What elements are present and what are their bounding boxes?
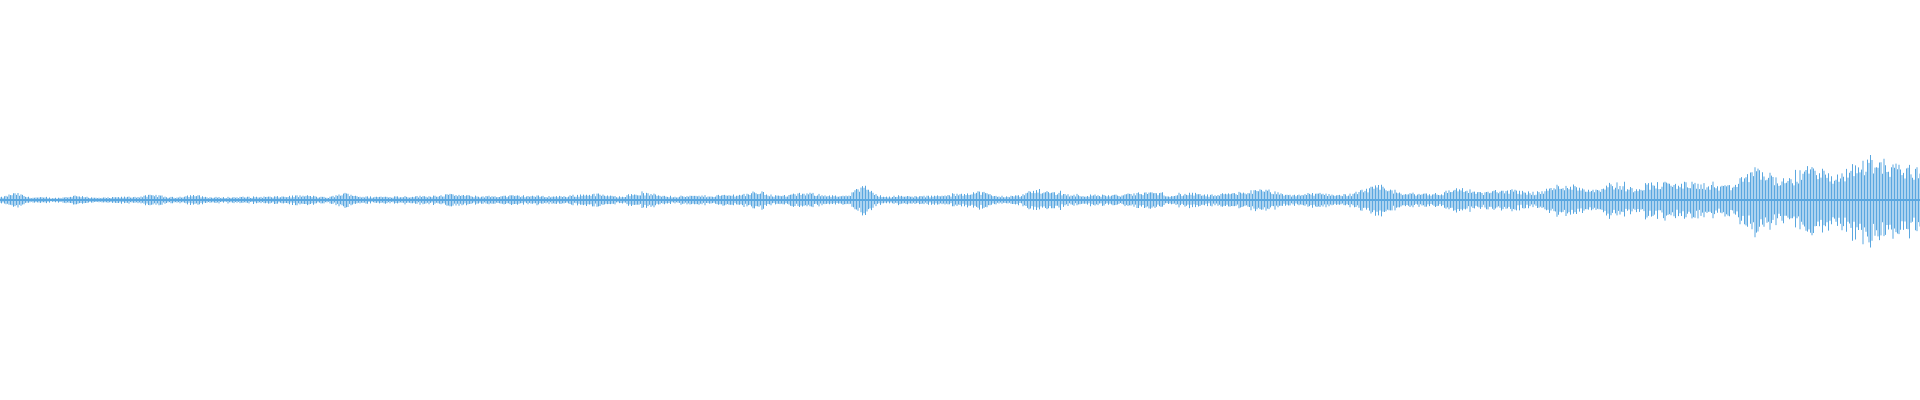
waveform-bars (0, 155, 1920, 248)
waveform-samples (0, 155, 1920, 248)
